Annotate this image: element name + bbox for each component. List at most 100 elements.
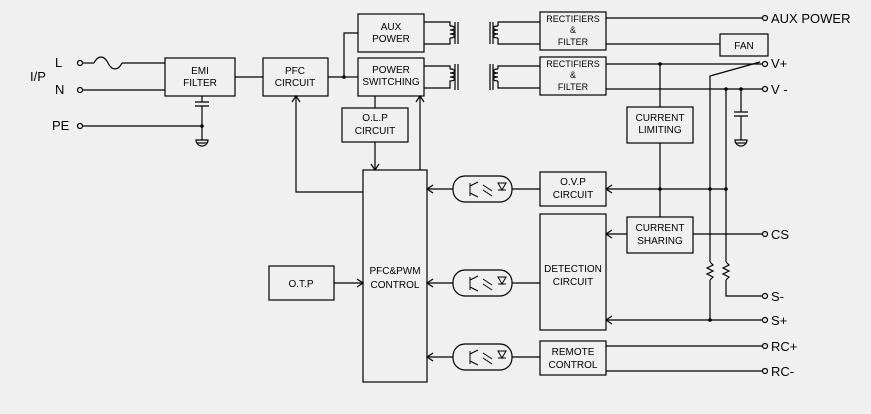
psw-arrow-icon — [415, 94, 425, 103]
optocoupler-icon-1 — [452, 175, 513, 203]
rectifiers-filter-block-2 — [539, 56, 607, 96]
ovp-circuit-label-2: CIRCUIT — [553, 190, 594, 201]
cs-terminal — [761, 230, 769, 238]
detection-circuit-label-2: CIRCUIT — [553, 277, 594, 288]
pfc-junction-dot — [342, 75, 346, 79]
transformer-primary-icon-1 — [449, 25, 456, 40]
ground-icon-2 — [734, 139, 748, 147]
current-limiting-block — [626, 106, 694, 144]
ovp-circuit-label-1: O.V.P — [560, 177, 586, 188]
s-minus-terminal — [761, 292, 769, 300]
line-label: L — [55, 55, 62, 70]
s-plus-terminal — [761, 316, 769, 324]
emi-filter-label-1: EMI — [191, 66, 209, 77]
rc-minus-terminal — [761, 367, 769, 375]
cs-label: CS — [771, 227, 789, 242]
v-plus-terminal — [761, 60, 769, 68]
rectifiers-2-label-2: & — [570, 70, 576, 80]
line-terminal — [76, 59, 84, 67]
transformer-core-icon-2b — [489, 64, 494, 90]
pe-terminal — [76, 122, 84, 130]
olp-circuit-label-2: CIRCUIT — [355, 126, 396, 137]
pfc-circuit-block — [262, 57, 329, 97]
rectifiers-filter-block-1 — [539, 11, 607, 51]
resistor-icon-1 — [705, 261, 715, 281]
current-limiting-label-2: LIMITING — [638, 125, 682, 136]
current-sharing-block — [626, 216, 694, 254]
neutral-label: N — [55, 82, 64, 97]
s-minus-label: S- — [771, 289, 784, 304]
aux-power-label-1: AUX — [381, 22, 402, 33]
opto-light-icon-3 — [482, 352, 493, 365]
v-plus-label: V+ — [771, 56, 787, 71]
fan-block — [719, 33, 769, 57]
pfc-pwm-control-label-2: CONTROL — [371, 280, 420, 291]
pfc-pwm-control-block — [362, 169, 428, 383]
power-switching-block — [357, 57, 425, 97]
aux-power-output-label: AUX POWER — [771, 11, 850, 26]
pe-junction-dot — [200, 124, 204, 128]
transformer-secondary-icon-1 — [492, 25, 499, 39]
opto-arrow-icon-2 — [425, 278, 434, 288]
optocoupler-icon-3 — [452, 343, 513, 371]
main-transformer-leads — [424, 65, 451, 89]
pfc-to-aux-wire — [328, 32, 358, 78]
remote-control-block — [539, 340, 607, 376]
rectifiers-2-label-1: RECTIFIERS — [546, 59, 600, 69]
opto-transistor-icon-2 — [469, 275, 479, 292]
transformer-primary-icon-2 — [449, 68, 456, 84]
emi-capacitor-icon — [195, 96, 209, 140]
olp-circuit-block — [341, 107, 409, 143]
v-minus-label: V - — [771, 82, 788, 97]
pfc-circuit-label-1: PFC — [285, 66, 305, 77]
pwm-to-pfc-wire — [295, 96, 363, 193]
emi-filter-block — [164, 57, 236, 97]
detection-circuit-block — [539, 213, 607, 331]
opto-light-icon-2 — [482, 278, 493, 291]
current-sharing-label-1: CURRENT — [636, 223, 685, 234]
pe-label: PE — [52, 118, 70, 133]
v-minus-terminal — [761, 85, 769, 93]
otp-arrow-icon — [356, 278, 365, 288]
opto-led-icon-3 — [497, 350, 507, 360]
opto-arrow-icon-1 — [425, 184, 434, 194]
remote-control-label-1: REMOTE — [552, 347, 595, 358]
opto-light-icon-1 — [482, 184, 493, 197]
optocoupler-icon-2 — [452, 269, 513, 297]
transformer-core-icon-1 — [454, 22, 459, 44]
rc-plus-label: RC+ — [771, 339, 797, 354]
ground-icon-1 — [195, 139, 209, 147]
opto-led-icon-1 — [497, 182, 507, 192]
transformer-core-icon-1b — [489, 22, 494, 44]
rectifiers-2-label-3: FILTER — [558, 82, 589, 92]
olp-circuit-label-1: O.L.P — [362, 113, 388, 124]
opto-arrow-icon-3 — [425, 352, 434, 362]
resistor-icon-2 — [721, 261, 731, 281]
ip-label: I/P — [30, 69, 46, 84]
s-minus-sense-wire — [725, 280, 762, 297]
remote-control-label-2: CONTROL — [549, 360, 598, 371]
opto-led-icon-2 — [497, 276, 507, 286]
s-plus-label: S+ — [771, 313, 787, 328]
aux-secondary-leads — [497, 21, 540, 45]
otp-label: O.T.P — [288, 279, 313, 290]
fuse-icon — [93, 56, 123, 70]
main-secondary-leads — [497, 65, 540, 89]
ovp-circuit-block — [539, 171, 607, 207]
rectifiers-1-label-2: & — [570, 25, 576, 35]
aux-power-terminal — [761, 14, 769, 22]
transformer-secondary-icon-2 — [492, 68, 499, 82]
s-plus-junction-dot — [708, 318, 712, 322]
rectifiers-1-label-3: FILTER — [558, 37, 589, 47]
rectifiers-1-label-1: RECTIFIERS — [546, 14, 600, 24]
emi-filter-label-2: FILTER — [183, 78, 217, 89]
fan-label: FAN — [734, 41, 753, 52]
pfc-arrow-icon — [291, 94, 301, 103]
neutral-terminal — [76, 86, 84, 94]
power-switching-label-1: POWER — [372, 65, 410, 76]
aux-transformer-leads — [424, 21, 451, 45]
current-sharing-label-2: SHARING — [637, 236, 683, 247]
rc-plus-terminal — [761, 342, 769, 350]
output-capacitor-icon — [734, 89, 748, 140]
